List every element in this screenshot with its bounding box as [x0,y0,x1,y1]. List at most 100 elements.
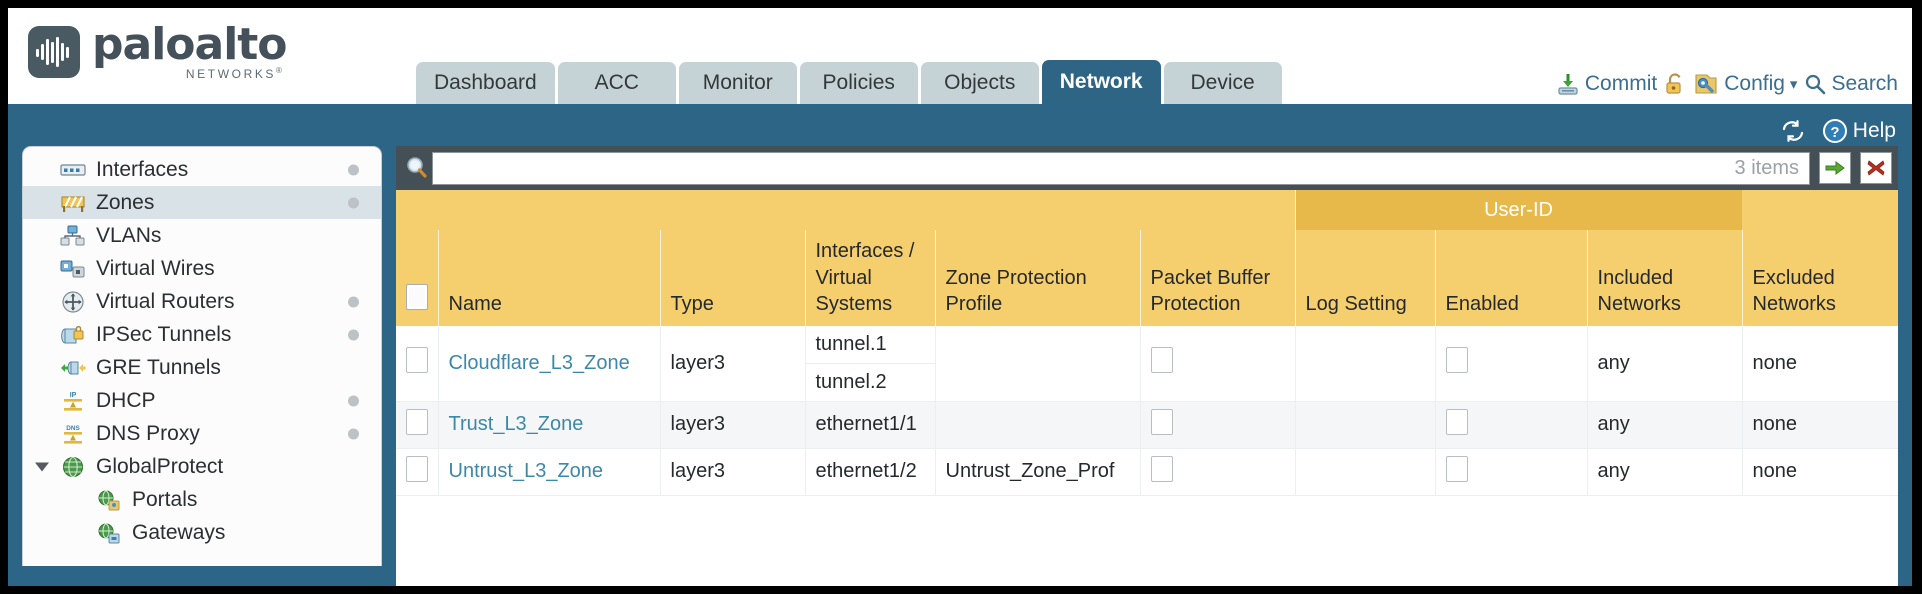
tab-acc[interactable]: ACC [557,62,676,104]
cell-userid-enabled[interactable] [1435,325,1588,402]
paloalto-logo[interactable]: paloalto NETWORKS® [28,22,288,81]
cell-packet-buffer[interactable] [1140,448,1296,496]
zone-link[interactable]: Untrust_L3_Zone [448,460,604,483]
sidebar-item-label: GRE Tunnels [96,355,221,379]
row-select-cell[interactable] [396,401,439,449]
table-row[interactable]: Trust_L3_Zone layer3 ethernet1/1 [396,401,1898,449]
cell-interfaces: ethernet1/1 [805,401,936,449]
cell-log-setting [1295,401,1436,449]
sidebar-status-dot [348,329,359,340]
sidebar-item-zones[interactable]: Zones [23,186,381,219]
packet-buffer-checkbox[interactable] [1150,347,1173,374]
cell-zone-protection [935,325,1141,402]
zones-table-body: Cloudflare_L3_Zone layer3 tunnel.1 tunne… [396,325,1898,496]
col-header-packet-buffer[interactable]: Packet Buffer Protection [1140,230,1296,326]
sidebar-item-dns-proxy[interactable]: DNS DNS Proxy [23,417,381,450]
apply-filter-button[interactable] [1819,152,1851,184]
zone-link[interactable]: Trust_L3_Zone [448,413,584,436]
sidebar-item-ipsec-tunnels[interactable]: IPSec Tunnels [23,318,381,351]
interface-item: tunnel.2 [805,362,935,401]
userid-enabled-checkbox[interactable] [1445,347,1468,374]
sidebar-item-interfaces[interactable]: Interfaces [23,153,381,186]
cell-name[interactable]: Trust_L3_Zone [438,401,661,449]
sidebar-item-label: Zones [96,190,155,214]
table-row[interactable]: Untrust_L3_Zone layer3 ethernet1/2 Untru… [396,448,1898,496]
zone-link[interactable]: Cloudflare_L3_Zone [448,351,630,374]
col-header-interfaces[interactable]: Interfaces / Virtual Systems [805,230,936,326]
userid-enabled-checkbox[interactable] [1445,455,1468,482]
help-label: Help [1852,119,1896,142]
window-frame-top [0,0,1922,8]
svg-text:DNS: DNS [66,425,80,432]
commit-button[interactable]: Commit [1556,72,1657,96]
zones-table-head: User-ID Name Type Interfaces / Virtual S… [396,190,1898,326]
search-button[interactable]: Search [1804,72,1898,96]
unlock-button[interactable] [1664,72,1686,96]
refresh-button[interactable] [1780,119,1806,143]
cell-name[interactable]: Cloudflare_L3_Zone [438,325,661,402]
col-header-log-setting[interactable]: Log Setting [1295,230,1436,326]
commit-icon [1558,74,1578,95]
sidebar-item-virtual-routers[interactable]: Virtual Routers [23,285,381,318]
sidebar-item-label: Gateways [132,520,226,544]
brand-tagline: NETWORKS® [185,66,285,81]
tab-monitor[interactable]: Monitor [678,62,797,104]
cell-userid-enabled[interactable] [1435,448,1588,496]
cell-name[interactable]: Untrust_L3_Zone [438,448,661,496]
commit-label: Commit [1584,72,1658,95]
tab-objects[interactable]: Objects [920,62,1039,104]
help-button[interactable]: ? Help [1822,118,1896,144]
tab-dashboard[interactable]: Dashboard [416,62,555,104]
row-checkbox[interactable] [406,455,428,482]
packet-buffer-checkbox[interactable] [1150,408,1173,435]
cell-packet-buffer[interactable] [1140,325,1296,402]
gateways-icon [95,522,123,544]
waveform-icon [36,37,69,67]
clear-filter-button[interactable] [1860,152,1892,184]
row-checkbox[interactable] [406,347,428,374]
cell-userid-enabled[interactable] [1435,401,1588,449]
sidebar-item-dhcp[interactable]: IP DHCP [23,384,381,417]
sidebar-item-label: Interfaces [96,157,189,181]
tab-network[interactable]: Network [1041,60,1161,104]
sidebar-item-gateways[interactable]: Gateways [23,516,381,549]
tab-device[interactable]: Device [1163,62,1282,104]
select-all-header[interactable] [396,230,439,326]
zones-table: User-ID Name Type Interfaces / Virtual S… [396,190,1898,496]
sidebar-item-gre-tunnels[interactable]: GRE Tunnels [23,351,381,384]
sidebar-item-virtual-wires[interactable]: Virtual Wires [23,252,381,285]
col-header-userid-enabled[interactable]: Enabled [1435,230,1588,326]
col-header-excluded-networks[interactable]: Excluded Networks [1742,230,1898,326]
select-all-checkbox[interactable] [406,284,428,311]
group-header-userid: User-ID [1295,190,1743,231]
sidebar-item-label: GlobalProtect [96,454,224,478]
col-header-name[interactable]: Name [438,230,661,326]
row-select-cell[interactable] [396,325,439,402]
userid-enabled-checkbox[interactable] [1445,408,1468,435]
row-checkbox[interactable] [406,408,428,435]
table-row[interactable]: Cloudflare_L3_Zone layer3 tunnel.1 tunne… [396,325,1898,402]
row-select-cell[interactable] [396,448,439,496]
sidebar-item-globalprotect[interactable]: GlobalProtect [23,450,381,483]
sidebar-status-dot [348,296,359,307]
sidebar-item-portals[interactable]: Portals [23,483,381,516]
paloalto-logo-mark [28,26,80,78]
network-sidebar: Interfaces Zones [22,146,382,566]
tab-policies[interactable]: Policies [799,62,918,104]
sidebar-item-vlans[interactable]: VLANs [23,219,381,252]
filter-toolbar: 3 items [396,146,1898,190]
group-header-spacer [396,190,1296,231]
expander-triangle-icon[interactable] [35,462,49,471]
cell-packet-buffer[interactable] [1140,401,1296,449]
col-header-zone-protection[interactable]: Zone Protection Profile [935,230,1141,326]
zones-icon [59,192,87,214]
packet-buffer-checkbox[interactable] [1150,455,1173,482]
col-header-included-networks[interactable]: Included Networks [1587,230,1743,326]
config-button[interactable]: Config ▾ [1693,72,1797,96]
search-input[interactable]: 3 items [432,151,1810,185]
col-header-type[interactable]: Type [660,230,806,326]
svg-text:?: ? [1830,124,1839,141]
cell-type: layer3 [660,448,806,496]
cell-included-networks: any [1587,325,1743,402]
